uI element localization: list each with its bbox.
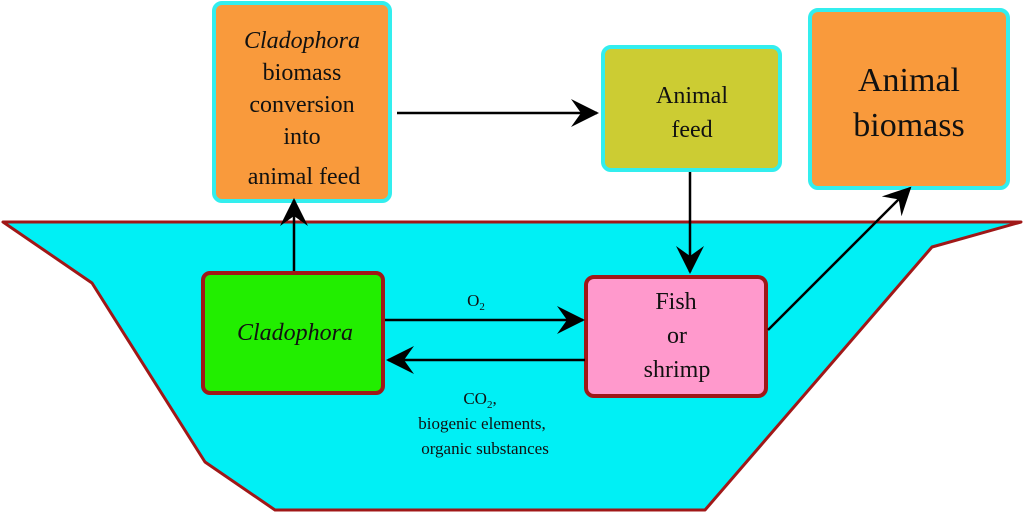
co2-label: CO2, <box>463 389 496 411</box>
conversion-line2: biomass <box>263 60 342 86</box>
co2-line2: biogenic elements, <box>418 414 545 433</box>
animal-feed-line1: Animal <box>656 83 728 109</box>
conversion-line1: Cladophora <box>244 28 360 54</box>
animal-biomass-line1: Animal <box>858 62 960 99</box>
conversion-box: Cladophora biomass conversion into anima… <box>212 1 392 203</box>
arrow-fish-to-biomass <box>767 186 912 331</box>
pond <box>1 220 1023 512</box>
animal-biomass-line2: biomass <box>853 107 964 144</box>
fish-line3: shrimp <box>644 357 711 383</box>
cladophora-box: Cladophora <box>201 271 385 395</box>
fish-box: Fish or shrimp <box>584 275 768 398</box>
animal-feed-line2: feed <box>671 117 712 143</box>
fish-line1: Fish <box>655 289 696 315</box>
conversion-line4: into <box>283 124 320 150</box>
co2-line3: organic substances <box>421 439 549 458</box>
o2-label: O2 <box>467 291 485 313</box>
fish-line2: or <box>667 323 687 349</box>
conversion-line5: animal feed <box>248 164 361 190</box>
animal-feed-box: Animal feed <box>601 45 782 172</box>
animal-biomass-box: Animal biomass <box>808 8 1010 190</box>
conversion-line3: conversion <box>249 92 354 118</box>
cladophora-label: Cladophora <box>237 320 353 346</box>
